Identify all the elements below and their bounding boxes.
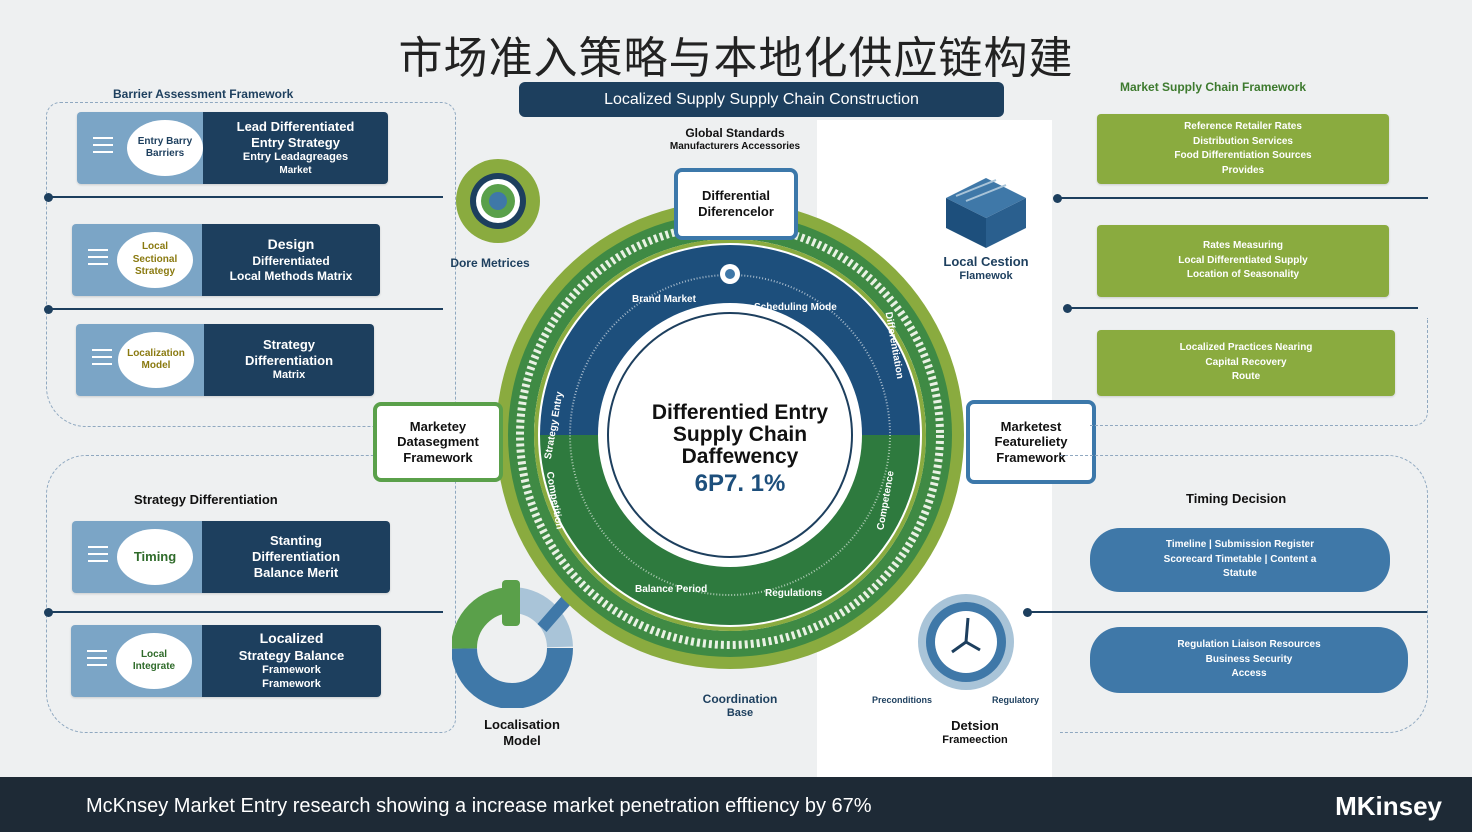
- left-card-4[interactable]: Timing Stanting Differentiation Balance …: [72, 521, 390, 593]
- green-card-3[interactable]: Localized Practices Nearing Capital Reco…: [1097, 330, 1395, 396]
- card-icon-area: Local Sectional Strategy: [72, 224, 202, 296]
- card-bubble: Timing: [117, 529, 193, 585]
- connector-line: [48, 611, 443, 613]
- server-stack-icon: [946, 178, 1026, 248]
- right-section-heading: Market Supply Chain Framework: [1120, 80, 1307, 94]
- card-text: Lead Differentiated Entry Strategy Entry…: [203, 112, 388, 184]
- menu-lines-icon: [92, 349, 112, 370]
- menu-lines-icon: [93, 137, 113, 158]
- center-value: 6P7. 1%: [694, 470, 786, 497]
- left-dashed-group: [46, 102, 456, 427]
- top-label: Global Standards Manufacturers Accessori…: [669, 126, 801, 152]
- right-dashed-group-2: [1060, 455, 1428, 733]
- blue-card-2[interactable]: Regulation Liaison Resources Business Se…: [1090, 627, 1408, 693]
- donut-chart-icon: [452, 580, 575, 708]
- left-section-heading: Barrier Assessment Framework: [113, 87, 294, 101]
- clock-label-right: Regulatory: [992, 695, 1040, 705]
- clock-label-left: Preconditions: [872, 695, 933, 705]
- localisation-label: Localisation Model: [484, 717, 560, 749]
- connector-line: [48, 308, 443, 310]
- card-bubble: Local Sectional Strategy: [117, 232, 193, 288]
- green-card-2[interactable]: Rates Measuring Local Differentiated Sup…: [1097, 225, 1389, 297]
- connector-line: [48, 196, 443, 198]
- card-icon-area: Timing: [72, 521, 202, 593]
- left-section-heading-2: Strategy Differentiation: [134, 492, 278, 507]
- card-text: Localized Strategy Balance Framework Fra…: [202, 625, 381, 697]
- connector-line: [1068, 307, 1418, 309]
- connector-line: [1028, 611, 1428, 613]
- card-bubble: Localization Model: [118, 332, 194, 388]
- menu-lines-icon: [88, 249, 108, 270]
- menu-lines-icon: [87, 650, 107, 671]
- left-card-3[interactable]: Localization Model Strategy Differentiat…: [76, 324, 374, 396]
- card-bubble: Entry Barry Barriers: [127, 120, 203, 176]
- central-ring-diagram: [496, 201, 964, 669]
- center-heading: Differentied Entry Supply Chain Daffewen…: [651, 401, 829, 468]
- clock-icon: [918, 594, 1014, 690]
- green-card-1[interactable]: Reference Retailer Rates Distribution Se…: [1097, 114, 1389, 184]
- connector-dot: [1053, 194, 1062, 203]
- card-text: Design Differentiated Local Methods Matr…: [202, 224, 380, 296]
- card-icon-area: Localization Model: [76, 324, 204, 396]
- card-text: Stanting Differentiation Balance Merit: [202, 521, 390, 593]
- top-framework-box[interactable]: Differential Diferencelor: [674, 168, 798, 240]
- core-metrics-label: Dore Metrices: [450, 256, 530, 270]
- connector-dot: [1063, 304, 1072, 313]
- local-cost-label: Local Cestion Flamewok: [943, 254, 1029, 283]
- gear-globe-icon: [456, 159, 540, 243]
- footer-brand-logo: MKinsey: [1335, 791, 1442, 821]
- page-title: 市场准入策略与本地化供应链构建: [398, 33, 1074, 84]
- blue-card-1[interactable]: Timeline | Submission Register Scorecard…: [1090, 528, 1390, 592]
- left-dashed-group-2: [46, 455, 456, 733]
- right-section-heading-2: Timing Decision: [1186, 491, 1287, 506]
- left-card-5[interactable]: Local Integrate Localized Strategy Balan…: [71, 625, 381, 697]
- right-dashed-group: [1090, 318, 1428, 426]
- left-card-2[interactable]: Local Sectional Strategy Design Differen…: [72, 224, 380, 296]
- card-icon-area: Entry Barry Barriers: [77, 112, 203, 184]
- connector-line: [1058, 197, 1428, 199]
- left-card-1[interactable]: Entry Barry Barriers Lead Differentiated…: [77, 112, 388, 184]
- card-bubble: Local Integrate: [116, 633, 192, 689]
- menu-lines-icon: [88, 546, 108, 567]
- connector-dot: [1023, 608, 1032, 617]
- footer-text: McKnsey Market Entry research showing a …: [86, 795, 872, 817]
- left-framework-box[interactable]: Marketey Datasegment Framework: [373, 402, 503, 482]
- decision-label: Detsion Frameection: [942, 718, 1008, 747]
- subtitle-bar: Localized Supply Supply Chain Constructi…: [519, 82, 1004, 117]
- coordination-label: Coordination Base: [702, 692, 778, 719]
- card-icon-area: Local Integrate: [71, 625, 202, 697]
- footer-bar: McKnsey Market Entry research showing a …: [0, 777, 1472, 832]
- card-text: Strategy Differentiation Matrix: [204, 324, 374, 396]
